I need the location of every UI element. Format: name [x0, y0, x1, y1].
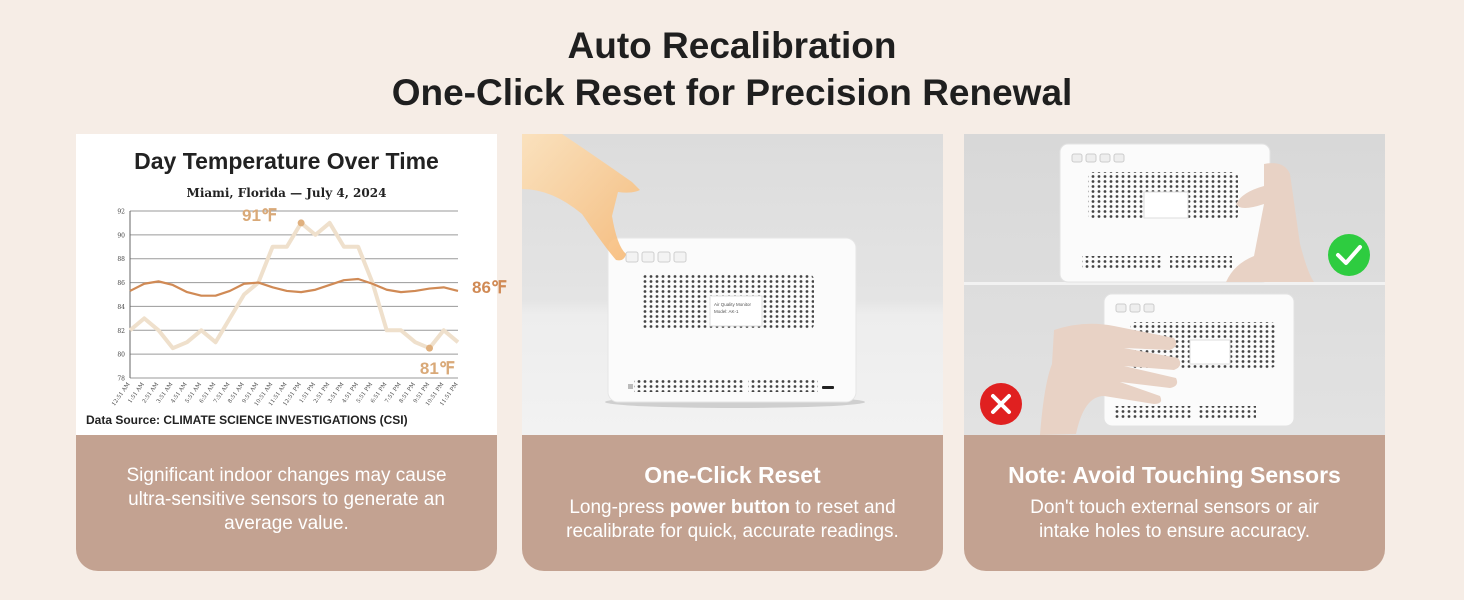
annotation-label: 86℉ — [472, 278, 507, 297]
wrong-grip-photo — [1040, 293, 1295, 435]
card-temperature-chart: Day Temperature Over Time Miami, Florida… — [76, 134, 507, 571]
device-label-line-2: Model: AK-1 — [714, 309, 739, 314]
caption-card-1: Significant indoor changes may cause ult… — [76, 435, 497, 571]
pointing-finger-icon — [522, 134, 640, 261]
chart-source: Data Source: CLIMATE SCIENCE INVESTIGATI… — [86, 413, 408, 427]
headline: Auto Recalibration One-Click Reset for P… — [0, 22, 1464, 116]
caption-body-text-end: to reset and recalibrate for quick, accu… — [566, 497, 899, 542]
device-illustration: Air Quality Monitor Model: AK-1 — [522, 134, 865, 408]
hand-covering-vents — [1040, 323, 1181, 435]
device-label — [709, 295, 763, 327]
card-avoid-touching: Note: Avoid Touching Sensors Don't touch… — [964, 134, 1385, 571]
device-photo-reset: Air Quality Monitor Model: AK-1 — [522, 134, 943, 435]
device-label-line-1: Air Quality Monitor — [714, 302, 752, 307]
cross-icon — [980, 383, 1022, 425]
card-one-click-reset: Air Quality Monitor Model: AK-1 One-Clic… — [522, 134, 943, 571]
vent-grill-bottom-left — [634, 378, 744, 392]
y-tick-label: 78 — [117, 376, 125, 383]
caption-card-3: Note: Avoid Touching Sensors Don't touch… — [964, 435, 1385, 571]
caption-card-2: One-Click Reset Long-press power button … — [522, 435, 943, 571]
check-icon — [1328, 234, 1370, 276]
series-line-hourly — [128, 220, 460, 351]
caption-body-text-start: Long-press — [569, 497, 670, 518]
annotation-dot — [297, 219, 305, 227]
y-tick-label: 86 — [117, 280, 125, 287]
y-tick-label: 84 — [117, 304, 125, 311]
y-tick-label: 82 — [117, 328, 125, 335]
series-line-average — [129, 277, 459, 297]
annotation-label: 91℉ — [242, 206, 277, 225]
y-tick-label: 90 — [117, 232, 125, 239]
comparison-illustration — [964, 143, 1385, 435]
caption-title: One-Click Reset — [644, 462, 821, 488]
caption-title: Note: Avoid Touching Sensors — [1008, 462, 1341, 488]
caption-body: Significant indoor changes may cause ult… — [126, 465, 447, 534]
hand-holding-side — [1226, 163, 1314, 282]
x-tick-label: 12:51 AM — [111, 381, 132, 407]
correct-grip-photo — [1059, 143, 1314, 283]
power-button-emphasis: power button — [669, 497, 791, 518]
caption-body: Don't touch external sensors or air inta… — [1030, 497, 1319, 542]
annotation-dot — [425, 344, 433, 352]
device-buttons — [625, 251, 687, 263]
caption-body: Long-press power button to reset and rec… — [522, 496, 943, 544]
y-tick-label: 92 — [117, 209, 125, 216]
chart-panel: Day Temperature Over Time Miami, Florida… — [76, 134, 507, 435]
y-tick-label: 80 — [117, 352, 125, 359]
headline-line-2: One-Click Reset for Precision Renewal — [391, 72, 1073, 113]
y-tick-label: 88 — [117, 256, 125, 263]
annotation-label: 81℉ — [420, 359, 455, 378]
comparison-photos — [964, 134, 1385, 435]
chart-title: Day Temperature Over Time — [134, 148, 439, 174]
chart-subtitle: Miami, Florida — July 4, 2024 — [186, 186, 387, 200]
headline-line-1: Auto Recalibration — [567, 25, 897, 66]
vent-grill-bottom-right — [748, 378, 818, 392]
